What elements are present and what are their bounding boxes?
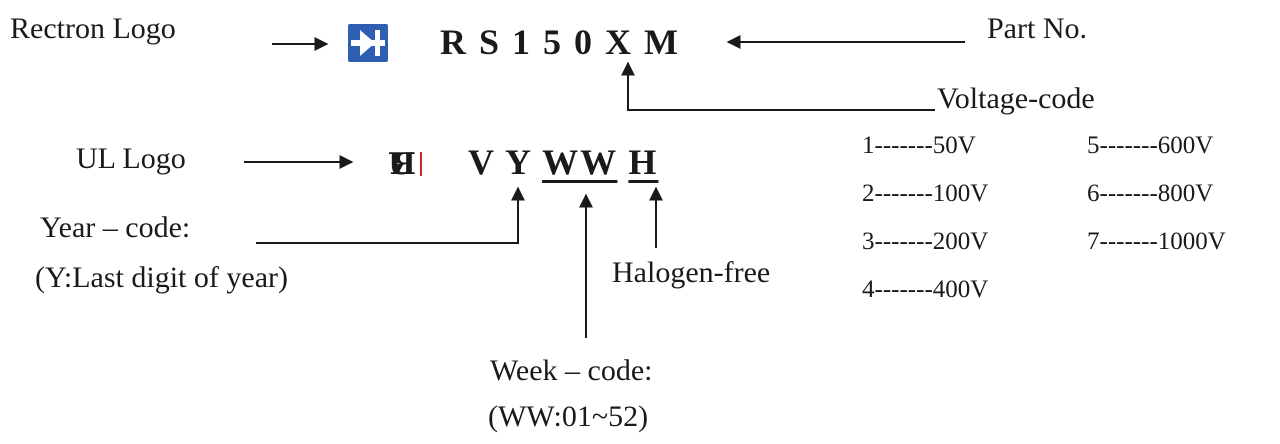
year-code-arrow bbox=[256, 186, 525, 244]
week-code-note: (WW:01~52) bbox=[488, 400, 649, 433]
part-char: M bbox=[644, 22, 681, 62]
marking-h: H bbox=[628, 142, 659, 182]
rectron-logo-label: Rectron Logo bbox=[10, 12, 176, 45]
part-char: R bbox=[440, 22, 468, 62]
halogen-free-label: Halogen-free bbox=[612, 256, 771, 289]
svg-text:R: R bbox=[390, 147, 416, 180]
part-char: S bbox=[479, 22, 502, 62]
ul-recognized-logo-icon: R U bbox=[366, 146, 428, 182]
svg-text:U: U bbox=[388, 147, 414, 180]
diode-logo-icon bbox=[348, 24, 388, 62]
marking-ww: WW bbox=[542, 142, 618, 182]
part-char: 0 bbox=[574, 22, 595, 62]
part-char: 5 bbox=[543, 22, 564, 62]
marking-code: V Y WW H bbox=[468, 144, 658, 180]
year-code-note: (Y:Last digit of year) bbox=[35, 261, 288, 294]
ul-logo-label: UL Logo bbox=[76, 142, 186, 175]
voltage-row: 4-------400V bbox=[862, 276, 989, 303]
part-number: R S 1 5 0 X M bbox=[440, 24, 680, 60]
marking-v: V bbox=[468, 142, 496, 182]
voltage-row: 3-------200V bbox=[862, 228, 989, 255]
year-code-label: Year – code: bbox=[40, 211, 191, 244]
voltage-row: 6-------800V bbox=[1087, 180, 1214, 207]
marking-y: Y bbox=[505, 142, 532, 182]
voltage-code-arrow bbox=[621, 61, 935, 111]
part-char: X bbox=[605, 22, 634, 62]
part-no-label: Part No. bbox=[987, 12, 1087, 45]
voltage-row: 5-------600V bbox=[1087, 132, 1214, 159]
voltage-row: 2-------100V bbox=[862, 180, 989, 207]
part-char: 1 bbox=[512, 22, 533, 62]
voltage-code-label: Voltage-code bbox=[937, 82, 1095, 115]
week-code-label: Week – code: bbox=[490, 354, 653, 387]
voltage-row: 7-------1000V bbox=[1087, 228, 1226, 255]
voltage-row: 1-------50V bbox=[862, 132, 976, 159]
